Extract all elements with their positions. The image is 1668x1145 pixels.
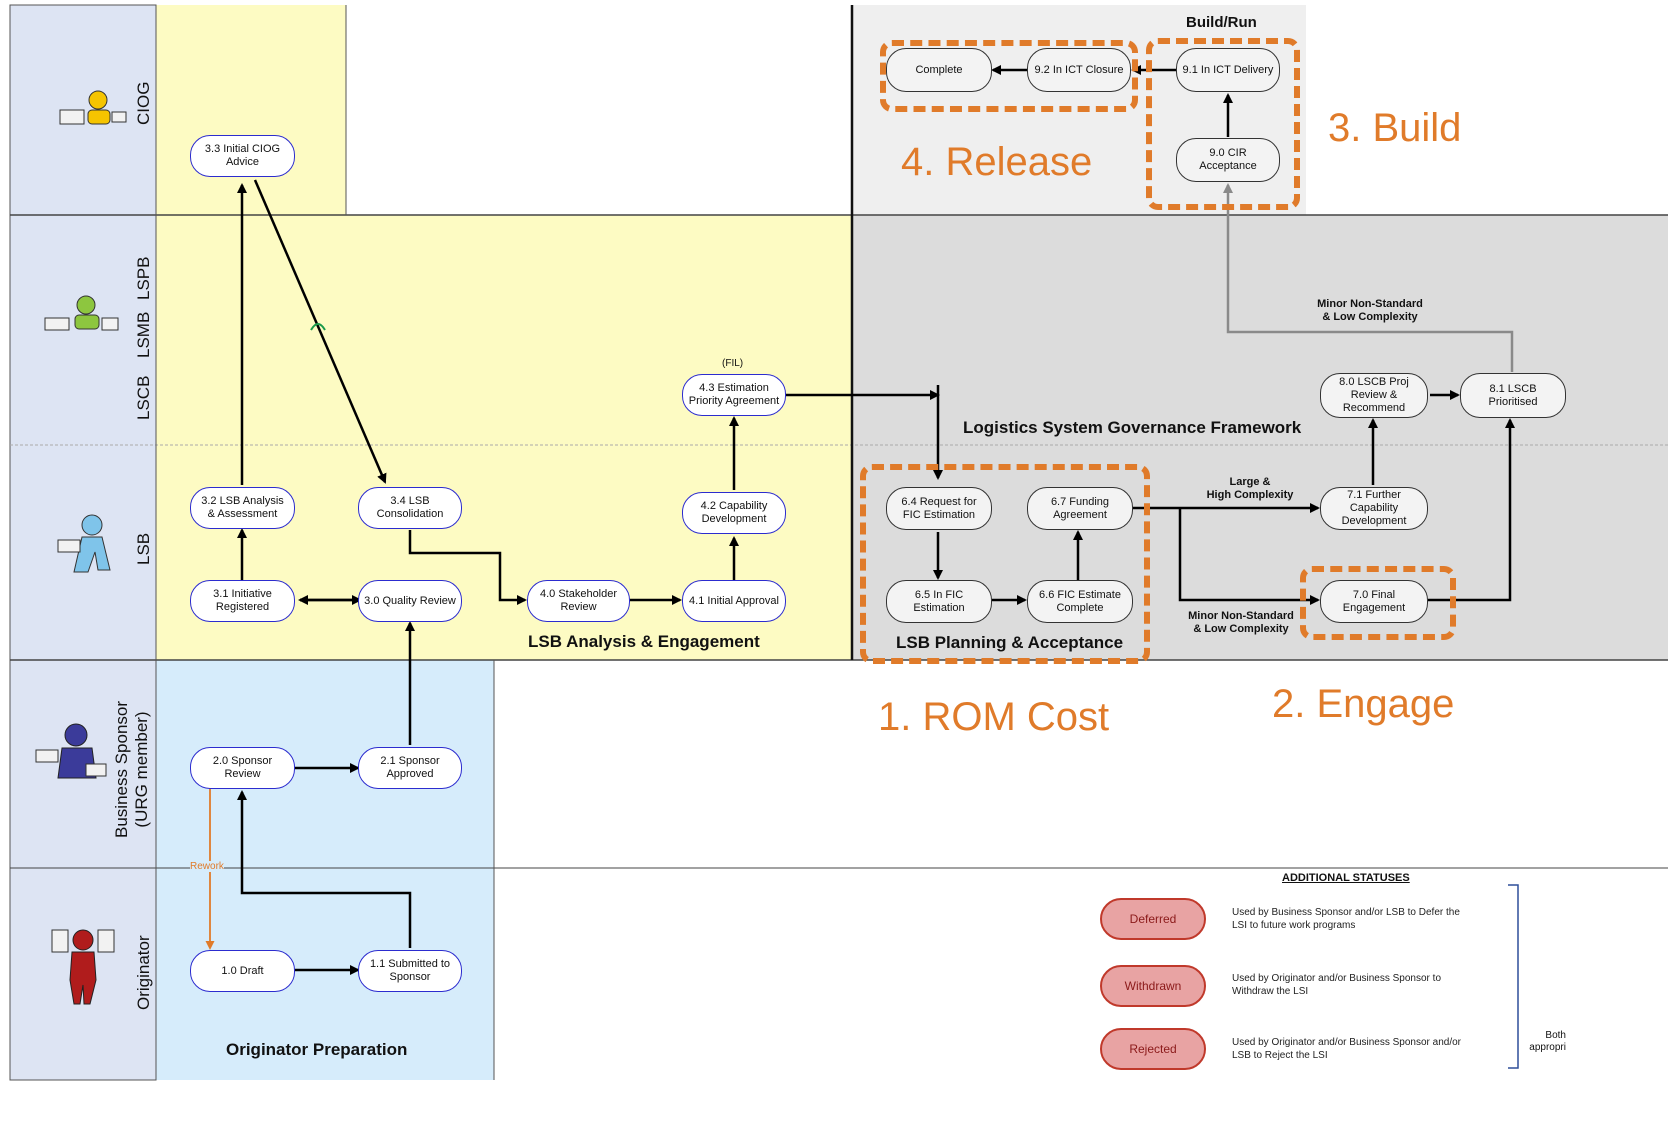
lsb-governance-actor-icon bbox=[44, 295, 119, 331]
annotation-release: 4. Release bbox=[901, 140, 1093, 184]
status-withdrawn-desc: Used by Originator and/or Business Spons… bbox=[1232, 973, 1441, 997]
node-9-0-cir-acceptance[interactable]: 9.0 CIR Acceptance bbox=[1176, 138, 1280, 182]
node-3-3-initial-ciog-advice[interactable]: 3.3 Initial CIOG Advice bbox=[190, 135, 295, 177]
edge-label-large: Large & High Complexity bbox=[1206, 476, 1294, 501]
node-1-0-draft[interactable]: 1.0 Draft bbox=[190, 950, 295, 992]
sponsor-actor-icon bbox=[35, 723, 107, 779]
edge-label-minor-bottom: Minor Non-Standard & Low Complexity bbox=[1188, 610, 1294, 635]
node-1-1-submitted-to-sponsor[interactable]: 1.1 Submitted to Sponsor bbox=[358, 950, 462, 992]
node-6-5-in-fic-estimation[interactable]: 6.5 In FIC Estimation bbox=[886, 580, 992, 623]
annotation-build: 3. Build bbox=[1328, 106, 1462, 150]
highlight-build bbox=[1146, 38, 1300, 210]
edge-label-rework: Rework bbox=[190, 861, 224, 872]
lane-label-sponsor: Business Sponsor (URG member) bbox=[112, 700, 151, 838]
lane-label-lsb: LSB bbox=[134, 532, 153, 565]
node-4-3-estimation-priority-agreement[interactable]: 4.3 Estimation Priority Agreement bbox=[682, 374, 786, 416]
lane-label-originator: Originator bbox=[134, 935, 153, 1010]
lane-label-lspb: LSPB bbox=[134, 256, 153, 300]
highlight-engage bbox=[1300, 566, 1456, 640]
node-2-1-sponsor-approved[interactable]: 2.1 Sponsor Approved bbox=[358, 747, 462, 789]
status-deferred-desc: Used by Business Sponsor and/or LSB to D… bbox=[1232, 907, 1460, 931]
node-3-1-initiative-registered[interactable]: 3.1 Initiative Registered bbox=[190, 580, 295, 622]
node-8-1-lscb-prioritised[interactable]: 8.1 LSCB Prioritised bbox=[1460, 373, 1566, 418]
node-6-6-fic-estimate-complete[interactable]: 6.6 FIC Estimate Complete bbox=[1027, 580, 1133, 623]
lane-label-lscb: LSCB bbox=[134, 375, 153, 420]
status-withdrawn[interactable]: Withdrawn bbox=[1100, 965, 1206, 1007]
node-7-0-final-engagement[interactable]: 7.0 Final Engagement bbox=[1320, 580, 1428, 623]
node-3-4-lsb-consolidation[interactable]: 3.4 LSB Consolidation bbox=[358, 487, 462, 529]
lsb-planning-title: LSB Planning & Acceptance bbox=[896, 633, 1124, 652]
node-2-0-sponsor-review[interactable]: 2.0 Sponsor Review bbox=[190, 747, 295, 789]
edge-label-minor-top: Minor Non-Standard & Low Complexity bbox=[1317, 298, 1423, 323]
node-complete[interactable]: Complete bbox=[886, 48, 992, 92]
fil-label: (FIL) bbox=[722, 358, 744, 369]
lane-label-ciog: CIOG bbox=[134, 81, 153, 125]
lsb-actor-icon bbox=[57, 514, 111, 573]
yellow-zone-ciog bbox=[156, 5, 346, 215]
node-9-2-in-ict-closure[interactable]: 9.2 In ICT Closure bbox=[1027, 48, 1131, 92]
node-3-2-lsb-analysis[interactable]: 3.2 LSB Analysis & Assessment bbox=[190, 487, 295, 529]
statuses-heading: ADDITIONAL STATUSES bbox=[1282, 872, 1410, 884]
node-4-0-stakeholder-review[interactable]: 4.0 Stakeholder Review bbox=[527, 580, 630, 622]
node-3-0-quality-review[interactable]: 3.0 Quality Review bbox=[358, 580, 462, 622]
node-6-7-funding-agreement[interactable]: 6.7 Funding Agreement bbox=[1027, 487, 1133, 530]
ciog-actor-icon bbox=[59, 90, 127, 125]
grey-zone-governance bbox=[852, 215, 1668, 660]
lsb-analysis-title: LSB Analysis & Engagement bbox=[528, 632, 760, 651]
node-4-1-initial-approval[interactable]: 4.1 Initial Approval bbox=[682, 580, 786, 622]
lane-label-lsmb: LSMB bbox=[134, 311, 153, 358]
annotation-engage: 2. Engage bbox=[1272, 682, 1455, 726]
highlight-rom-cost bbox=[860, 464, 1150, 664]
status-rejected-desc: Used by Originator and/or Business Spons… bbox=[1232, 1037, 1462, 1061]
highlight-release bbox=[880, 40, 1138, 112]
node-9-1-in-ict-delivery[interactable]: 9.1 In ICT Delivery bbox=[1176, 48, 1280, 92]
node-6-4-request-fic-estimation[interactable]: 6.4 Request for FIC Estimation bbox=[886, 487, 992, 530]
node-7-1-further-capability-development[interactable]: 7.1 Further Capability Development bbox=[1320, 487, 1428, 530]
node-4-2-capability-development[interactable]: 4.2 Capability Development bbox=[682, 492, 786, 534]
status-deferred[interactable]: Deferred bbox=[1100, 898, 1206, 940]
build-run-title: Build/Run bbox=[1186, 14, 1257, 31]
originator-actor-icon bbox=[51, 929, 115, 1005]
node-8-0-lscb-proj-review[interactable]: 8.0 LSCB Proj Review & Recommend bbox=[1320, 373, 1428, 418]
governance-title: Logistics System Governance Framework bbox=[963, 418, 1302, 437]
statuses-side-note: Both appropri bbox=[1529, 1030, 1566, 1053]
originator-prep-title: Originator Preparation bbox=[226, 1040, 408, 1059]
annotation-rom-cost: 1. ROM Cost bbox=[878, 695, 1110, 739]
status-rejected[interactable]: Rejected bbox=[1100, 1028, 1206, 1070]
